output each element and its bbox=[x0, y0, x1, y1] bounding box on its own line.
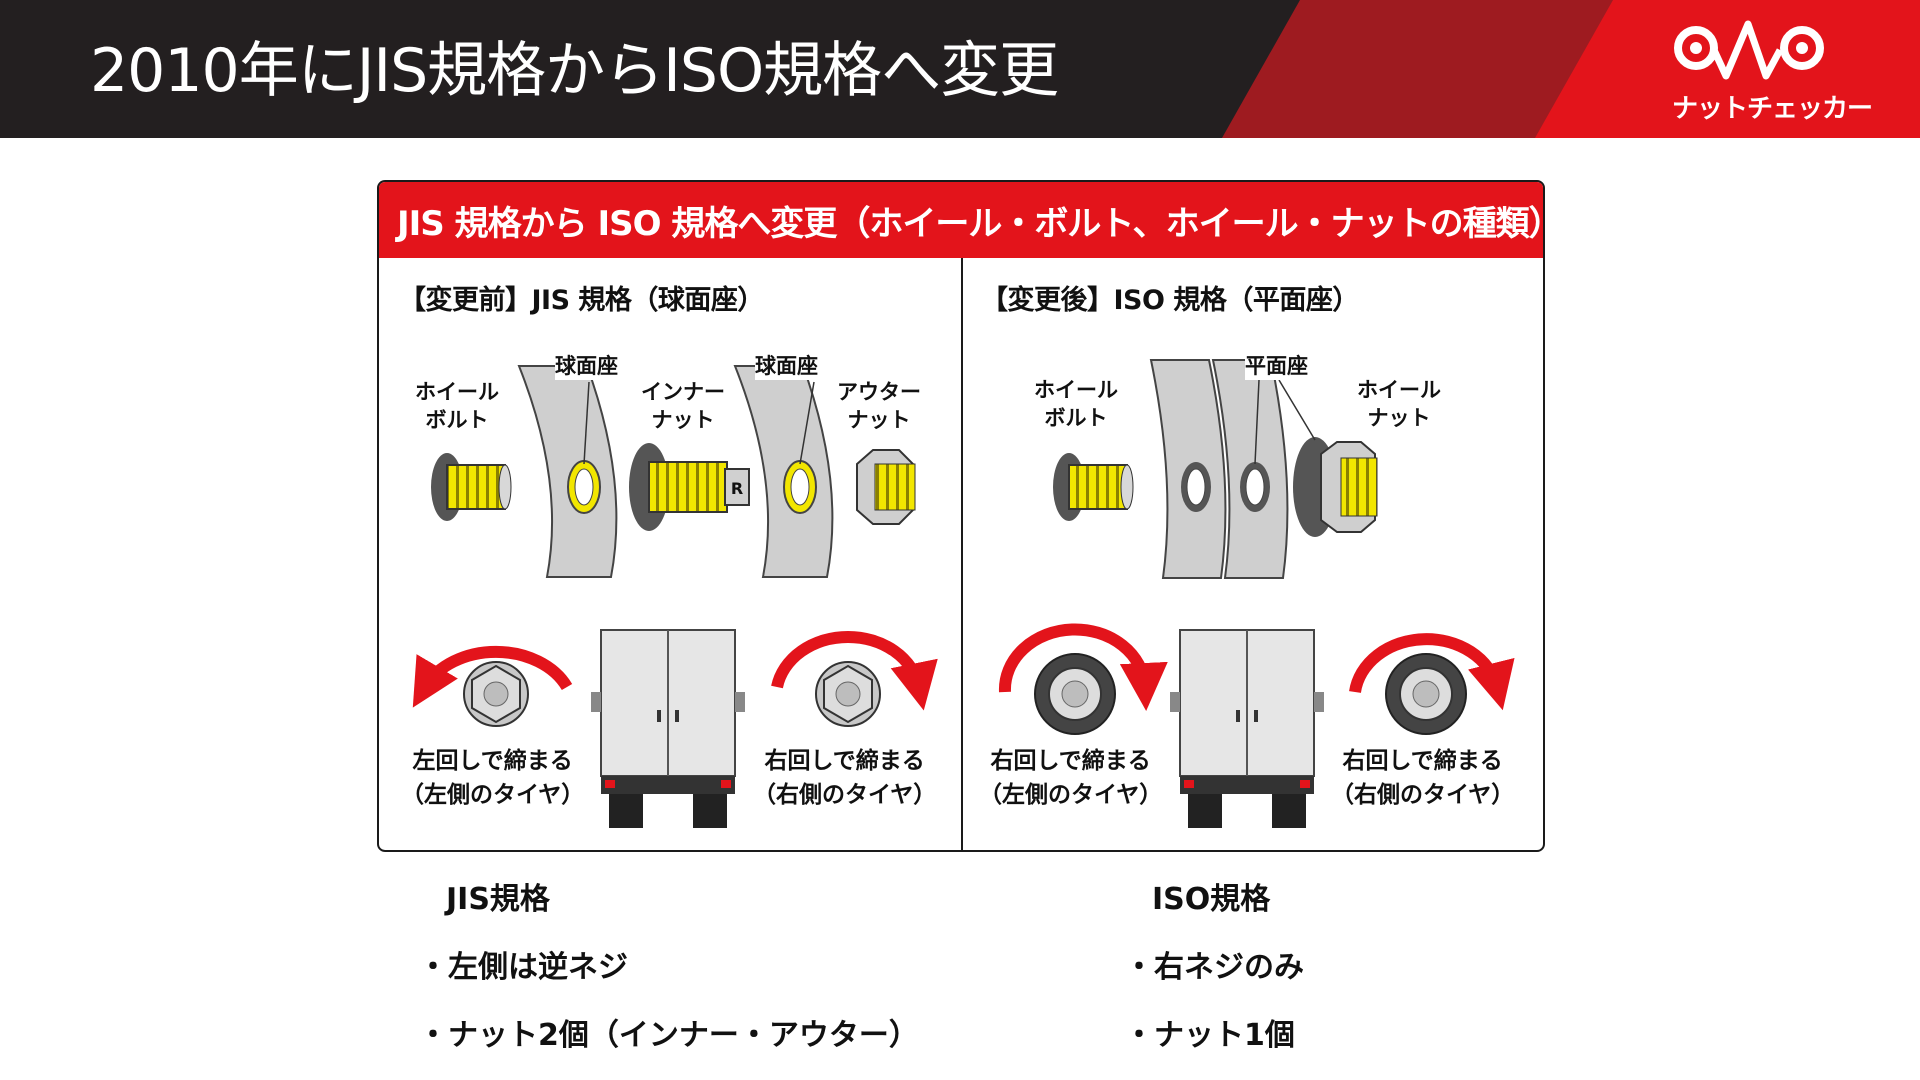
slide-title: 2010年にJIS規格からISO規格へ変更 bbox=[90, 36, 1059, 106]
jis-panel-heading: 【変更前】JIS 規格（球面座） bbox=[399, 285, 764, 316]
figure-illustrations: R bbox=[412, 359, 1515, 828]
svg-text:R: R bbox=[731, 479, 743, 498]
iso-wheel-bolt-icon bbox=[1053, 453, 1134, 521]
logo-text: ナットチェッカー bbox=[1672, 94, 1873, 124]
iso-cw-arrow-right-icon bbox=[1349, 633, 1515, 711]
jis-wheel-bolt-icon bbox=[431, 453, 512, 521]
jis-label-inner-nut: インナーナット bbox=[641, 380, 725, 432]
jis-outer-nut-icon bbox=[856, 449, 916, 525]
nut-checker-logo-icon bbox=[1674, 20, 1824, 80]
jis-right-nut-icon bbox=[815, 661, 881, 727]
iso-cw-arrow-left-icon bbox=[998, 623, 1168, 711]
jis-summary-item-1: ・左側は逆ネジ bbox=[418, 950, 628, 985]
jis-cw-arrow-icon bbox=[771, 631, 938, 711]
iso-label-flat-seat: 平面座 bbox=[1245, 352, 1308, 380]
jis-label-spherical-seat-2: 球面座 bbox=[755, 352, 818, 380]
jis-caption-left: 左回しで締まる（左側のタイヤ） bbox=[401, 748, 585, 808]
iso-wheel-disc-1-icon bbox=[1149, 359, 1227, 579]
jis-ccw-arrow-icon bbox=[412, 645, 573, 708]
iso-label-wheel-nut: ホイールナット bbox=[1357, 378, 1441, 430]
header-bar: 2010年にJIS規格からISO規格へ変更 ナットチェッカー bbox=[0, 0, 1920, 138]
iso-wheel-disc-2-icon bbox=[1211, 359, 1289, 579]
jis-wheel-disc-1-icon bbox=[517, 365, 618, 578]
jis-label-outer-nut: アウターナット bbox=[837, 380, 921, 432]
jis-summary-item-2: ・ナット2個（インナー・アウター） bbox=[418, 1018, 919, 1053]
iso-right-nut-icon bbox=[1385, 653, 1467, 735]
iso-summary-item-2: ・ナット1個 bbox=[1124, 1018, 1295, 1053]
iso-summary-item-1: ・右ネジのみ bbox=[1124, 950, 1304, 985]
figure-title: JIS 規格から ISO 規格へ変更（ホイール・ボルト、ホイール・ナットの種類） bbox=[379, 182, 1543, 258]
figure-divider bbox=[961, 258, 963, 850]
jis-label-wheel-bolt: ホイールボルト bbox=[415, 380, 499, 432]
iso-caption-right: 右回しで締まる（右側のタイヤ） bbox=[1331, 748, 1515, 808]
jis-label-spherical-seat-1: 球面座 bbox=[555, 352, 618, 380]
iso-summary-title: ISO規格 bbox=[1152, 882, 1271, 917]
iso-wheel-nut-icon bbox=[1293, 437, 1378, 537]
jis-summary-title: JIS規格 bbox=[446, 882, 550, 917]
jis-left-nut-icon bbox=[463, 661, 529, 727]
iso-left-nut-icon bbox=[1034, 653, 1116, 735]
jis-truck-rear-icon bbox=[591, 629, 745, 828]
iso-panel-heading: 【変更後】ISO 規格（平面座） bbox=[981, 285, 1359, 316]
comparison-figure: JIS 規格から ISO 規格へ変更（ホイール・ボルト、ホイール・ナットの種類） bbox=[377, 180, 1545, 852]
jis-inner-nut-icon: R bbox=[629, 443, 750, 531]
iso-label-wheel-bolt: ホイールボルト bbox=[1034, 378, 1118, 430]
jis-caption-right: 右回しで締まる（右側のタイヤ） bbox=[753, 748, 937, 808]
iso-truck-rear-icon bbox=[1170, 629, 1324, 828]
iso-caption-left: 右回しで締まる（左側のタイヤ） bbox=[979, 748, 1163, 808]
